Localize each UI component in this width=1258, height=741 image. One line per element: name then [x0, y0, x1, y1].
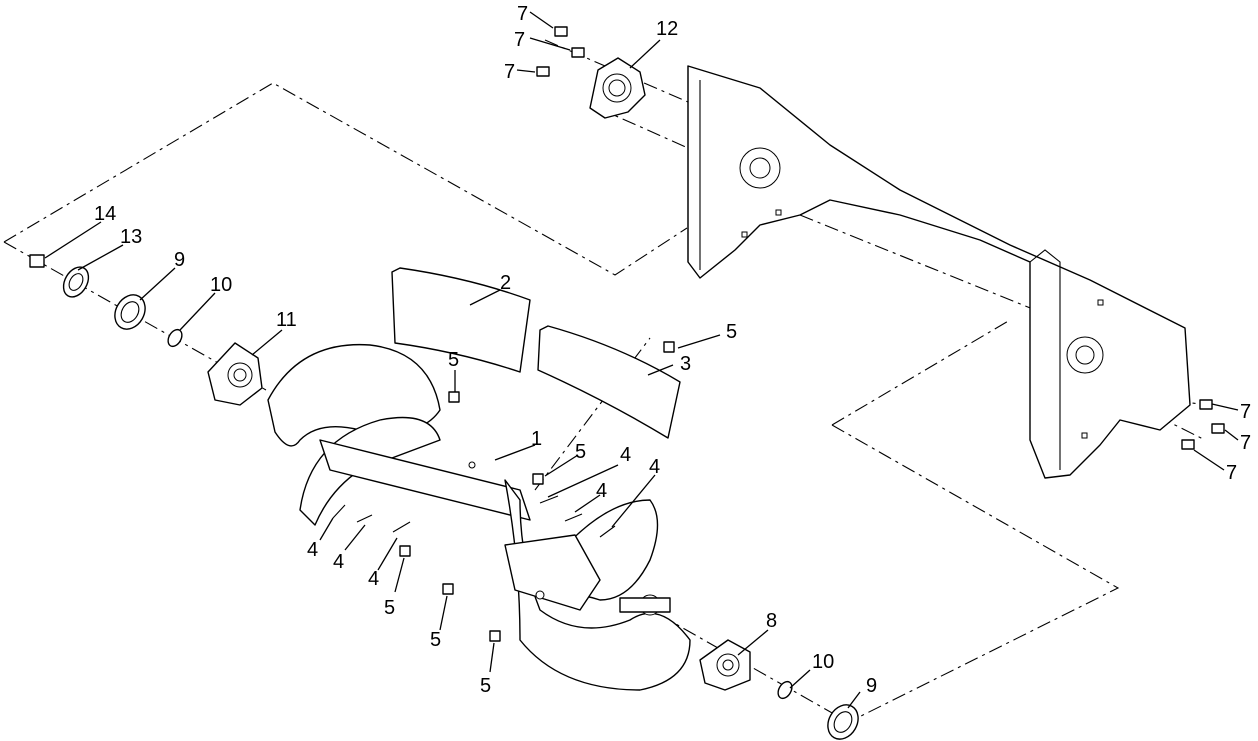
callout-11: 11 — [276, 309, 297, 331]
callout-5: 5 — [726, 321, 737, 343]
scraper-blades — [391, 267, 681, 439]
left-hardware — [29, 254, 263, 406]
callout-13: 13 — [120, 226, 142, 248]
auger-assembly — [267, 343, 691, 691]
callout-4: 4 — [333, 551, 344, 573]
auger-fasteners — [332, 341, 675, 642]
callout-labels: 7 7 7 12 14 13 9 10 11 2 5 3 5 1 5 4 4 4… — [94, 3, 1251, 697]
callout-12: 12 — [656, 18, 678, 40]
callout-7: 7 — [1240, 432, 1251, 454]
callout-5: 5 — [575, 441, 586, 463]
right-hardware — [699, 639, 859, 740]
callout-4: 4 — [620, 444, 631, 466]
callout-5: 5 — [430, 629, 441, 651]
callout-9: 9 — [866, 675, 877, 697]
callout-1: 1 — [531, 428, 542, 450]
callout-3: 3 — [680, 353, 691, 375]
callout-14: 14 — [94, 203, 116, 225]
callout-5: 5 — [480, 675, 491, 697]
callout-5: 5 — [448, 349, 459, 371]
callout-10: 10 — [210, 274, 232, 296]
callout-8: 8 — [766, 610, 777, 632]
callout-4: 4 — [307, 539, 318, 561]
callout-7: 7 — [514, 29, 525, 51]
callout-7: 7 — [504, 61, 515, 83]
callout-4: 4 — [596, 480, 607, 502]
callout-4: 4 — [649, 456, 660, 478]
bolts-7 — [536, 26, 1225, 450]
callout-7: 7 — [1240, 401, 1251, 423]
callout-7: 7 — [1226, 462, 1237, 484]
callout-9: 9 — [174, 249, 185, 271]
callout-2: 2 — [500, 272, 511, 294]
callout-4: 4 — [368, 568, 379, 590]
bearing-plate-12 — [589, 57, 646, 119]
leader-lines — [44, 11, 1239, 709]
callout-7: 7 — [517, 3, 528, 25]
auger-housing — [687, 65, 1191, 479]
callout-5: 5 — [384, 597, 395, 619]
callout-10: 10 — [812, 651, 834, 673]
